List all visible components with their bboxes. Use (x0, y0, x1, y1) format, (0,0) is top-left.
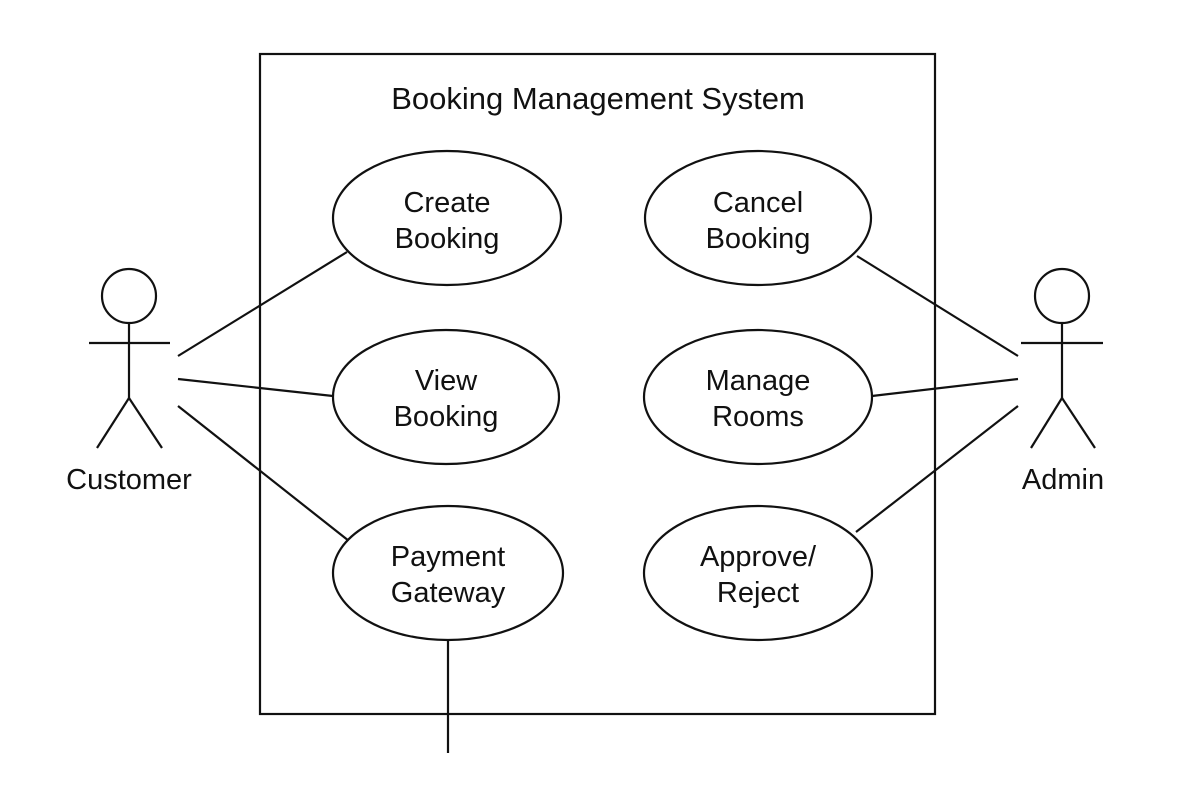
use-case-payment-gateway-line-1: Payment (391, 541, 505, 573)
use-case-manage-rooms: Manage Rooms (642, 328, 874, 466)
use-case-payment-gateway: Payment Gateway (331, 504, 565, 642)
admin-right-leg-icon (1061, 397, 1096, 449)
use-case-approve-reject-line-2: Reject (717, 577, 799, 609)
actor-customer: Customer (66, 267, 192, 496)
admin-head-icon (1033, 267, 1091, 325)
customer-head-icon (100, 267, 158, 325)
system-title: Booking Management System (391, 81, 805, 116)
use-case-approve-reject: Approve/ Reject (642, 504, 874, 642)
customer-left-leg-icon (96, 397, 130, 449)
association-admin-manage-rooms (871, 377, 1019, 398)
association-admin-approve-reject (855, 405, 1019, 533)
actor-admin-label: Admin (1022, 464, 1104, 496)
use-case-cancel-booking-line-1: Cancel (713, 187, 803, 219)
association-customer-payment-gateway (177, 405, 350, 542)
association-admin-cancel-booking (856, 255, 1019, 357)
use-case-create-booking: Create Booking (331, 149, 563, 287)
use-case-payment-gateway-line-2: Gateway (391, 577, 506, 609)
use-case-view-booking-line-2: Booking (394, 401, 499, 433)
use-case-cancel-booking-line-2: Booking (706, 223, 811, 255)
use-case-manage-rooms-line-1: Manage (706, 365, 811, 397)
use-case-approve-reject-line-1: Approve/ (700, 541, 817, 573)
use-case-manage-rooms-line-2: Rooms (712, 401, 804, 433)
use-case-create-booking-line-2: Booking (395, 223, 500, 255)
association-customer-view-booking (177, 377, 334, 398)
admin-left-leg-icon (1030, 397, 1063, 449)
use-case-create-booking-line-1: Create (403, 187, 490, 219)
association-customer-create-booking (177, 251, 348, 357)
use-case-view-booking: View Booking (331, 328, 561, 466)
actor-customer-label: Customer (66, 464, 192, 496)
actor-admin: Admin (1021, 267, 1104, 496)
use-case-cancel-booking: Cancel Booking (643, 149, 873, 287)
customer-right-leg-icon (128, 397, 163, 449)
system-boundary (258, 52, 937, 716)
use-case-view-booking-line-1: View (415, 365, 478, 397)
